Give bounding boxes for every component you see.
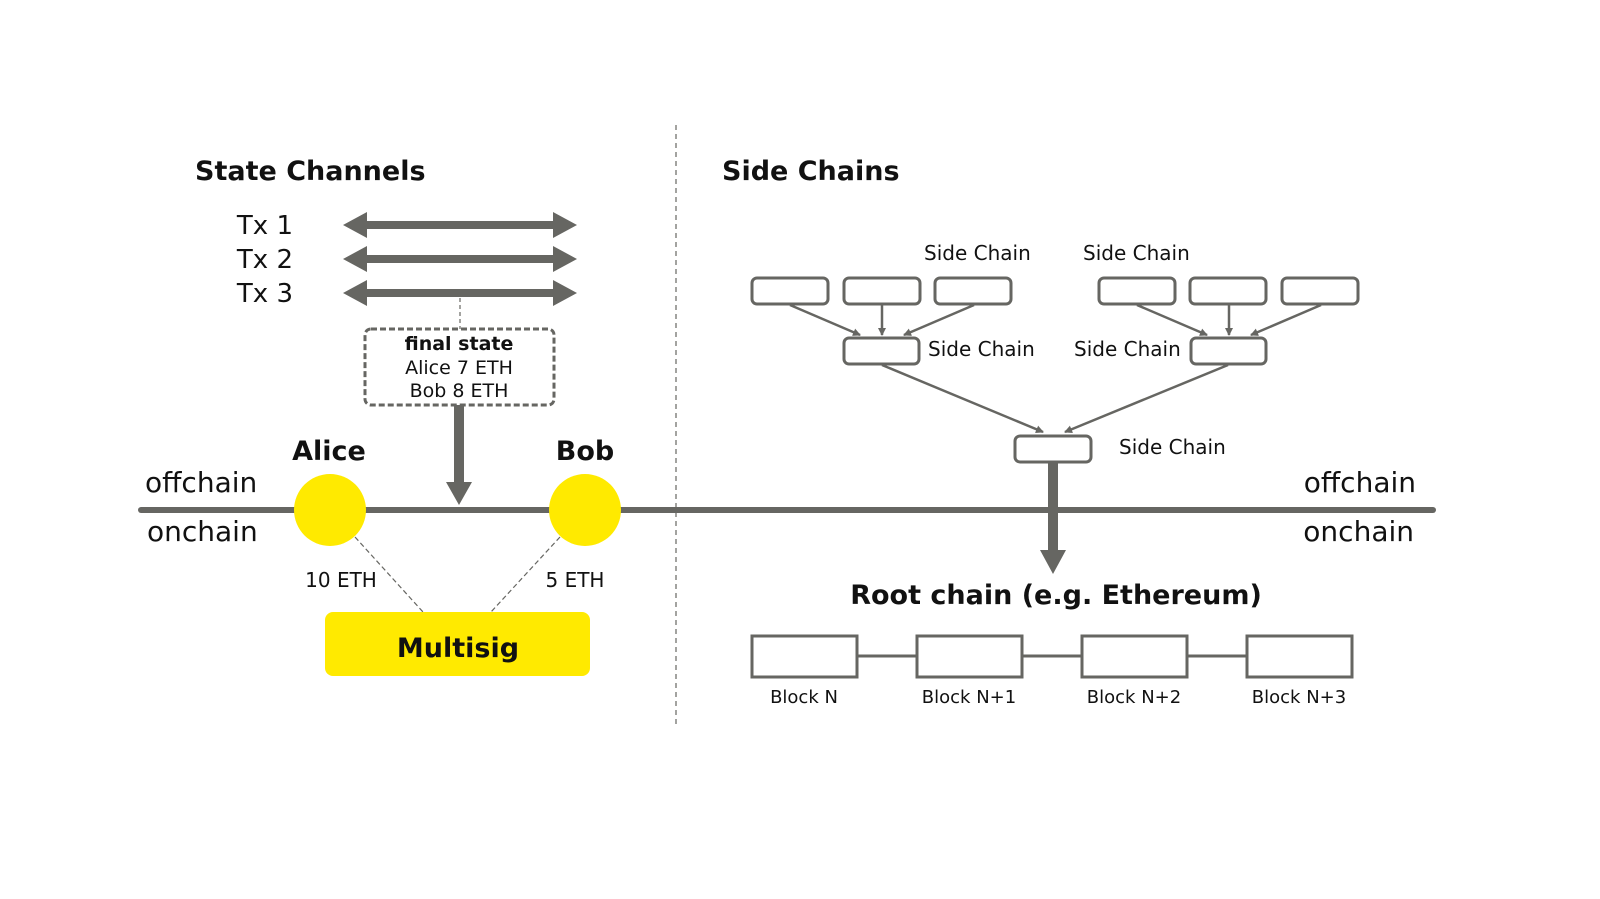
block-label: Block N+2 xyxy=(1087,687,1181,708)
side-chain-box xyxy=(842,276,922,306)
final-state-alice: Alice 7 ETH xyxy=(405,357,513,379)
side-chain-box xyxy=(1189,336,1268,366)
tx-label: Tx 2 xyxy=(236,245,293,275)
alice-deposit: 10 ETH xyxy=(305,568,377,592)
block-box xyxy=(915,634,1024,679)
block-box xyxy=(1080,634,1189,679)
side-chain-box xyxy=(1013,434,1093,464)
bob-label: Bob xyxy=(556,436,614,467)
multisig-box xyxy=(325,612,590,676)
side-chain-label: Side Chain xyxy=(1074,337,1181,361)
bob-node xyxy=(549,474,621,546)
side-chain-box xyxy=(933,276,1013,306)
alice-label: Alice xyxy=(292,436,366,467)
side-chain-label: Side Chain xyxy=(1119,435,1226,459)
side-chain-box xyxy=(1188,276,1268,306)
settle-arrow xyxy=(446,405,472,505)
tx-double-arrow xyxy=(343,212,577,238)
side-chain-arrow xyxy=(881,363,1044,434)
alice-node xyxy=(294,474,366,546)
side-chains-title: Side Chains xyxy=(722,156,900,187)
block-box xyxy=(750,634,859,679)
state-channels-title: State Channels xyxy=(195,156,426,187)
block-label: Block N xyxy=(770,687,838,708)
tx-double-arrow xyxy=(343,246,577,272)
bob-deposit: 5 ETH xyxy=(546,568,605,592)
onchain-label-left: onchain xyxy=(147,515,258,548)
root-chain-title: Root chain (e.g. Ethereum) xyxy=(850,580,1262,611)
side-chain-label: Side Chain xyxy=(928,337,1035,361)
side-chain-arrow xyxy=(903,303,975,337)
alice-deposit-line xyxy=(354,536,424,613)
side-chain-label: Side Chain xyxy=(924,241,1031,265)
tx-label: Tx 1 xyxy=(236,211,293,241)
commit-arrow xyxy=(1040,462,1066,574)
side-chain-label: Side Chain xyxy=(1083,241,1190,265)
offchain-label-left: offchain xyxy=(145,466,257,499)
final-state-bob: Bob 8 ETH xyxy=(410,380,509,402)
bob-deposit-line xyxy=(490,536,561,613)
side-chain-arrow xyxy=(1064,363,1229,434)
multisig-label: Multisig xyxy=(397,633,519,664)
side-chain-box xyxy=(1097,276,1177,306)
onchain-label-right: onchain xyxy=(1303,515,1414,548)
final-state-title: final state xyxy=(405,333,514,355)
tx-label: Tx 3 xyxy=(236,279,293,309)
side-chain-box xyxy=(750,276,830,306)
side-chain-box xyxy=(1280,276,1360,306)
block-box xyxy=(1245,634,1354,679)
block-label: Block N+1 xyxy=(922,687,1016,708)
side-chain-box xyxy=(842,336,921,366)
side-chain-arrow xyxy=(1250,303,1322,337)
block-label: Block N+3 xyxy=(1252,687,1346,708)
side-chain-arrow xyxy=(1136,303,1208,337)
offchain-label-right: offchain xyxy=(1304,466,1416,499)
tx-double-arrow xyxy=(343,280,577,306)
side-chain-arrow xyxy=(789,303,861,337)
